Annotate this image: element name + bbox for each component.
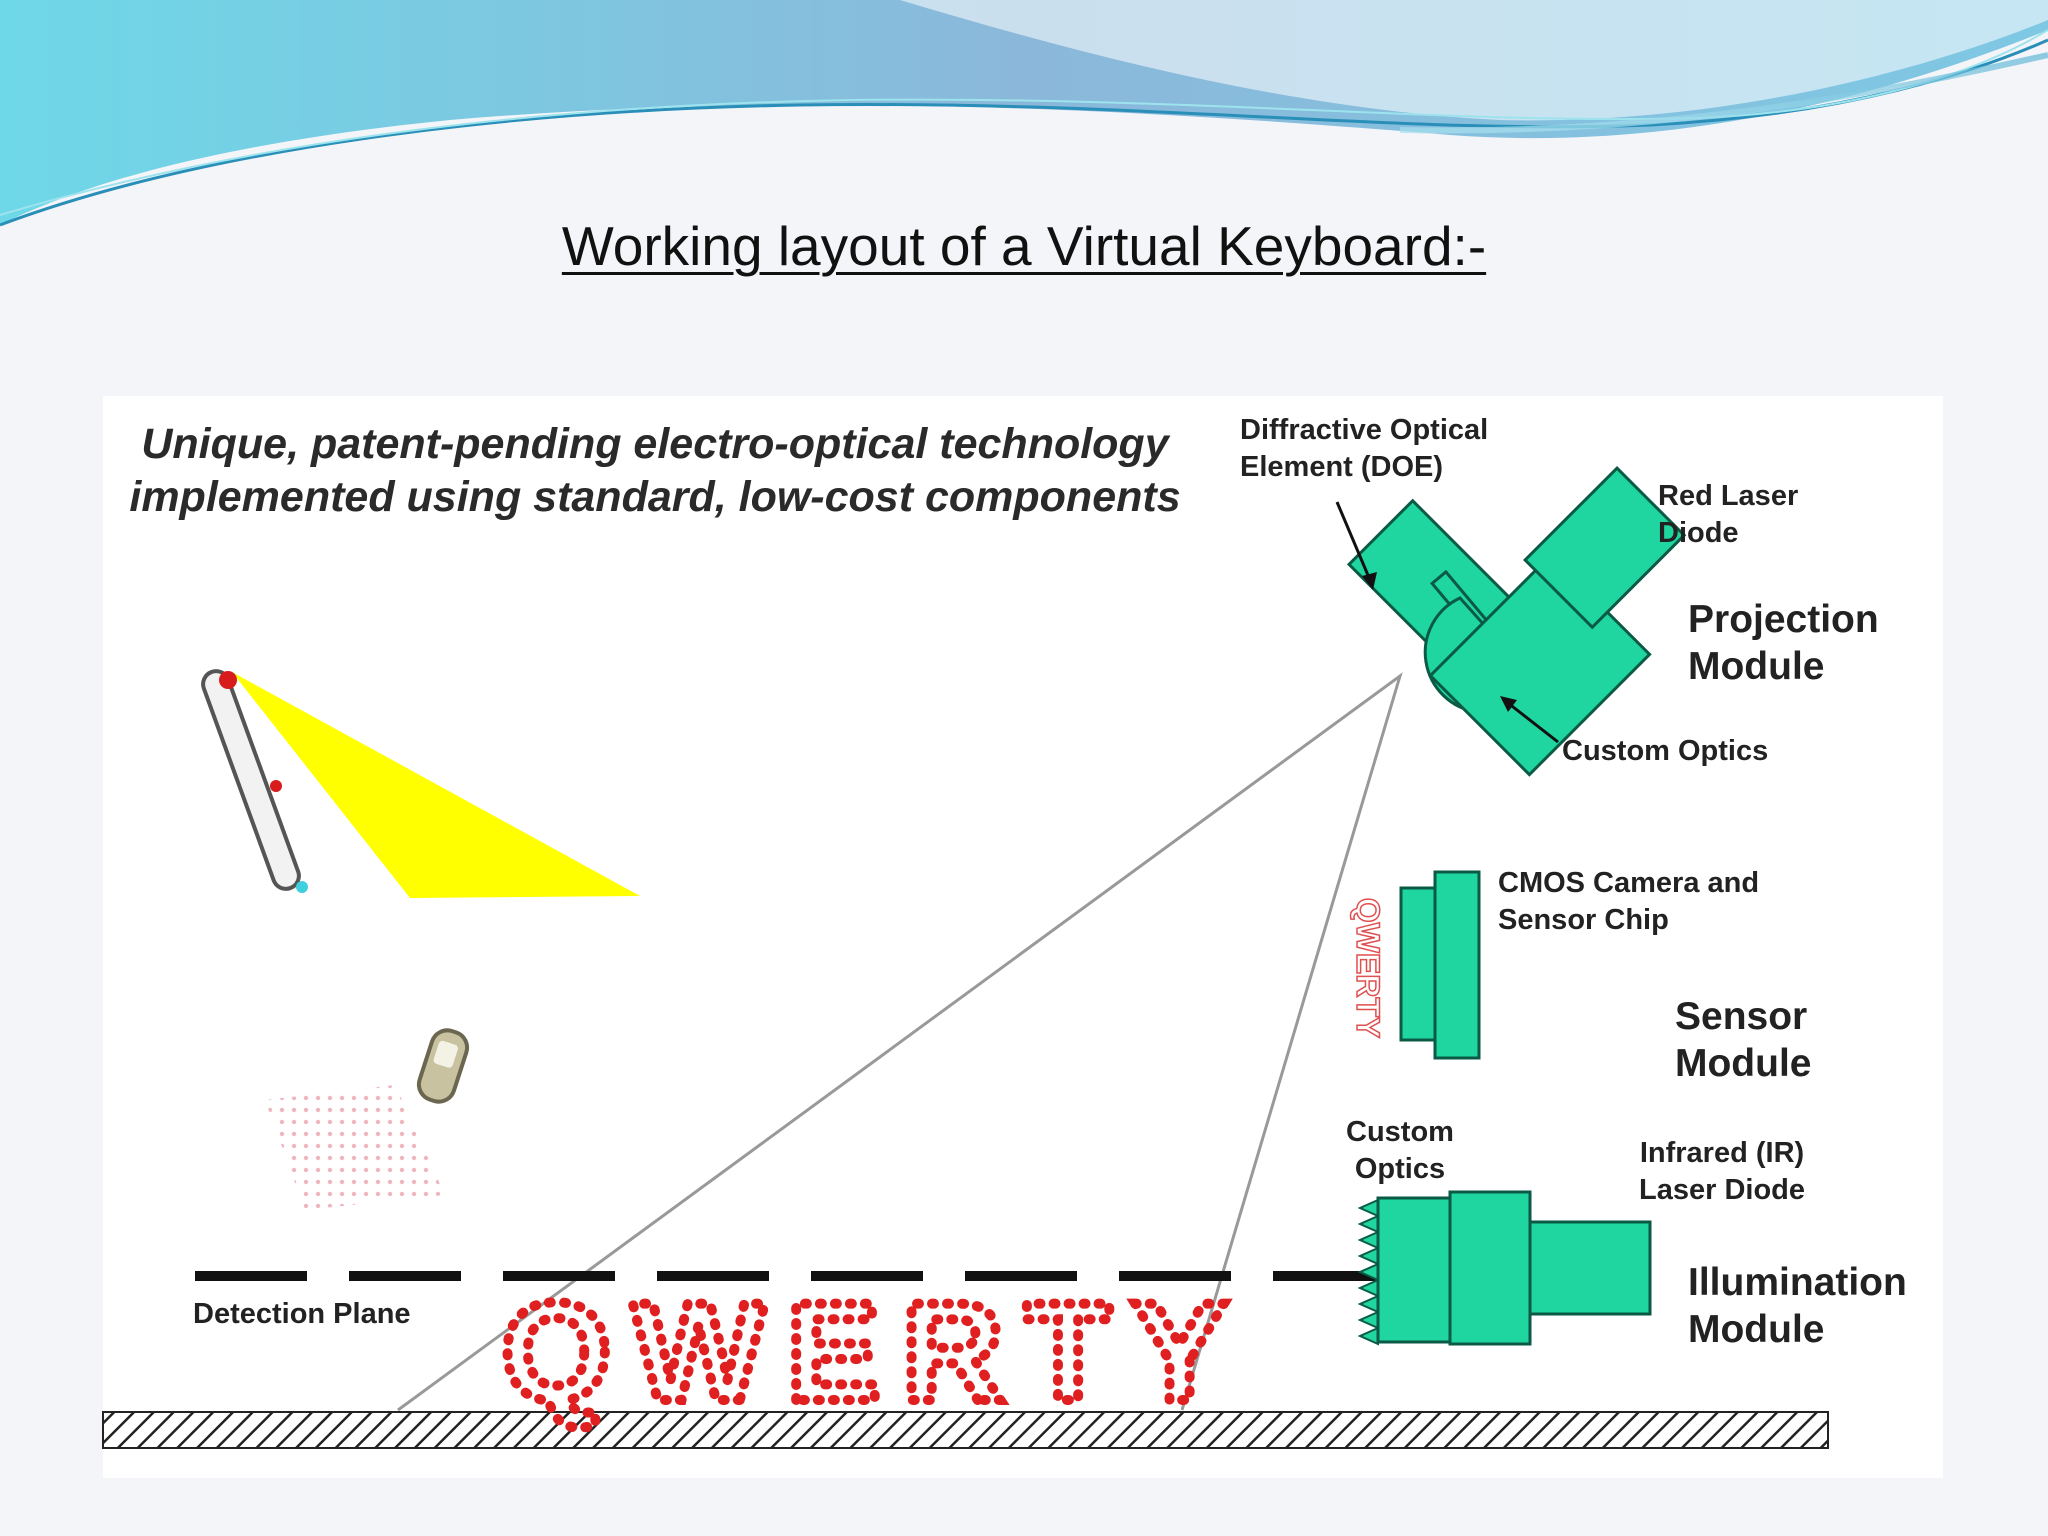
custom-optics-arrow bbox=[1500, 696, 1559, 744]
projection-triangle bbox=[397, 672, 1403, 1412]
sensor-module-label: Sensor Module bbox=[1675, 995, 1812, 1085]
illumination-module-icon bbox=[1357, 1190, 1652, 1346]
sensor-module-icon bbox=[1399, 870, 1481, 1060]
projection-beam bbox=[232, 672, 640, 898]
projection-module-icon bbox=[1346, 465, 1687, 777]
qwerty-sensor-image: QWERTY bbox=[1350, 898, 1386, 1038]
projection-module-label: Projection Module bbox=[1688, 598, 1879, 688]
doe-label: Diffractive Optical Element (DOE) bbox=[1240, 414, 1489, 483]
custom-optics-bottom-label: Custom Optics bbox=[1346, 1116, 1454, 1185]
qwerty-projected-text: QWERTY bbox=[502, 1273, 1248, 1430]
custom-optics-top-label: Custom Optics bbox=[1562, 735, 1769, 767]
pen-device-icon bbox=[201, 669, 308, 893]
illumination-module-label: Illumination Module bbox=[1688, 1261, 1907, 1351]
slide-title: Working layout of a Virtual Keyboard:- bbox=[561, 215, 1487, 277]
surface-hatch bbox=[102, 1411, 1829, 1449]
ir-laser-label: Infrared (IR) Laser Diode bbox=[1639, 1137, 1805, 1206]
cmos-label: CMOS Camera and Sensor Chip bbox=[1498, 867, 1760, 936]
diagram-tagline: Unique, patent-pending electro-optical t… bbox=[129, 420, 1181, 521]
phone-icon bbox=[416, 1028, 470, 1104]
projected-keyboard-dots bbox=[265, 1085, 445, 1210]
red-laser-label: Red Laser Diode bbox=[1658, 480, 1799, 549]
header-wave-decoration bbox=[0, 0, 2048, 227]
doe-arrow bbox=[1335, 501, 1377, 590]
detection-plane-label: Detection Plane bbox=[193, 1298, 411, 1330]
